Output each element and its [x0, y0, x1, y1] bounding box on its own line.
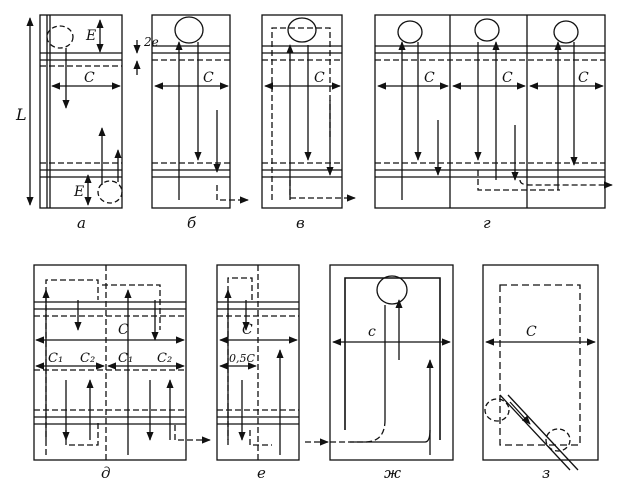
panel-a [26, 14, 141, 209]
caption-a: а [77, 214, 86, 232]
panel-v-frame [261, 14, 343, 209]
caption-b: б [187, 214, 197, 232]
label-L: L [15, 105, 27, 124]
panel-g-frame [374, 14, 606, 209]
label-C1b: C₁ [118, 351, 133, 366]
panel-d-frame [33, 264, 187, 461]
caption-d: д [101, 464, 111, 482]
panel-b-frame [151, 14, 231, 209]
panel-zh [305, 264, 454, 461]
label-C2a: C₂ [80, 351, 95, 366]
label-C-b: C [203, 70, 214, 86]
panel-b [151, 14, 249, 209]
label-C-z: C [526, 324, 537, 340]
label-E-top: E [85, 28, 96, 44]
label-C-g3: C [578, 70, 589, 86]
label-C2b: C₂ [157, 351, 172, 366]
panel-a-frame [39, 14, 123, 209]
caption-g: г [483, 214, 491, 232]
label-C-v: C [314, 70, 325, 86]
label-C-e: C [242, 322, 253, 338]
label-C-g2: C [502, 70, 513, 86]
label-C-d: C [118, 322, 129, 338]
label-c-zh: c [368, 324, 376, 340]
panel-zh-frame [329, 264, 454, 461]
label-2e: 2е [143, 35, 159, 49]
labels: L E 2е C E а C б C в C C C г C C₁ C₂ C₁ … [15, 28, 589, 482]
caption-v: в [296, 214, 305, 232]
label-half-c: 0,5C [229, 352, 255, 365]
panel-g [374, 14, 613, 209]
label-C1a: C₁ [48, 351, 63, 366]
panel-z [482, 264, 599, 471]
panel-e [216, 264, 300, 461]
caption-e: е [257, 464, 266, 482]
panel-d [33, 264, 211, 461]
turn-loop [46, 25, 74, 49]
label-E-bottom: E [73, 184, 84, 200]
panel-z-frame [482, 264, 599, 461]
caption-z: з [542, 464, 550, 482]
caption-zh: ж [384, 464, 401, 482]
panel-v [261, 14, 356, 209]
label-C-a: C [84, 70, 95, 86]
label-C-g1: C [424, 70, 435, 86]
